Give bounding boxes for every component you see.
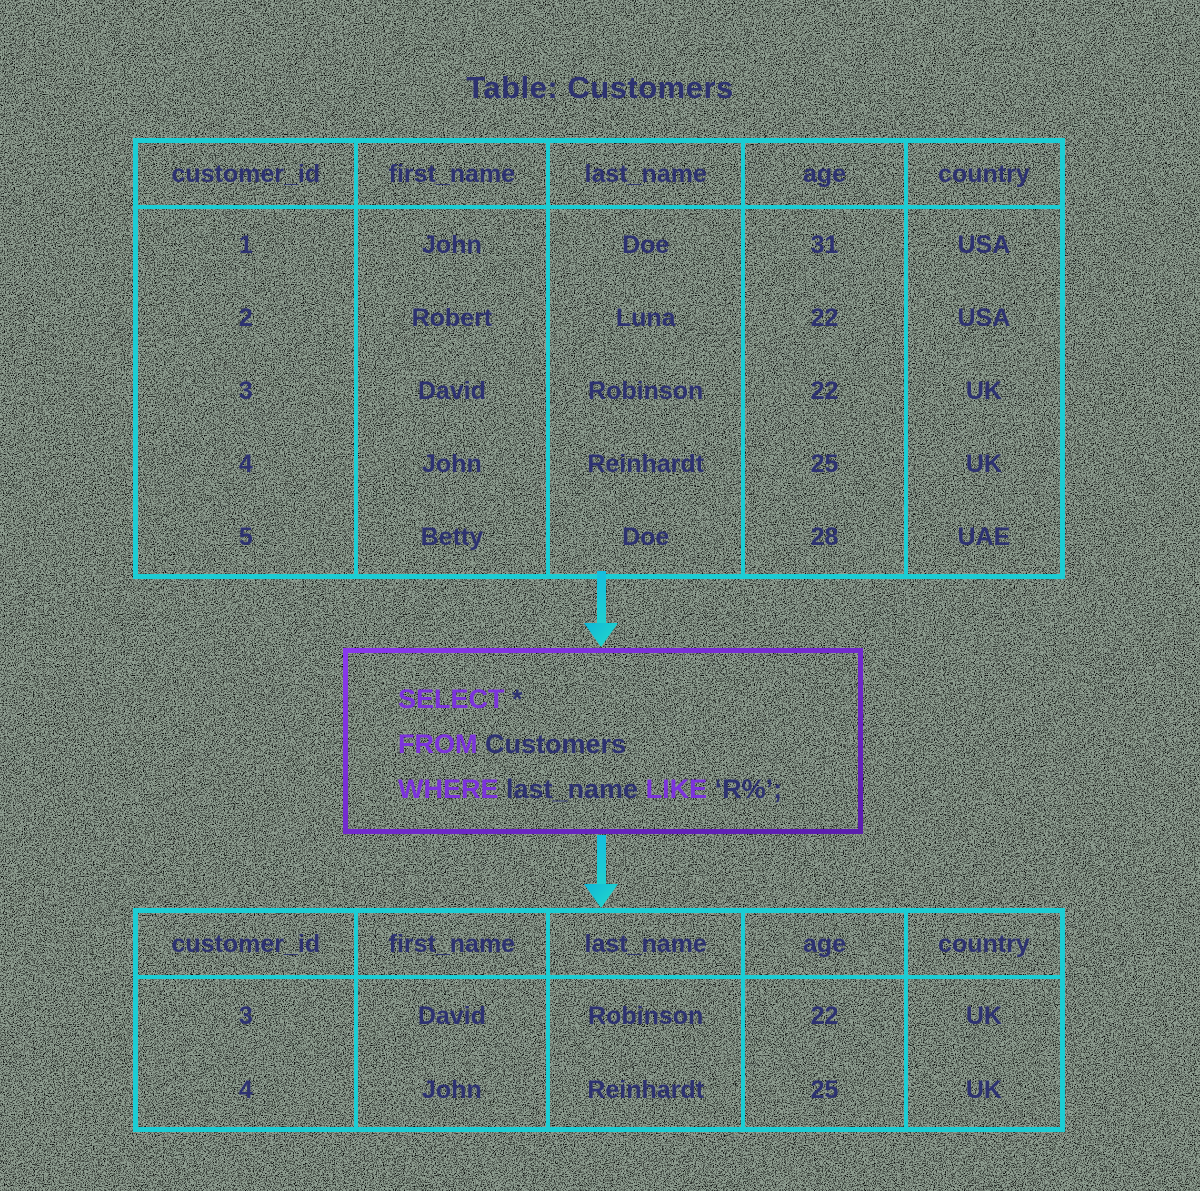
sql-text: Customers [477, 729, 627, 759]
table-cell: UK [903, 977, 1063, 1053]
table-cell: Betty [353, 501, 549, 577]
arrow-down-icon [584, 571, 618, 647]
table-cell: 3 [238, 1001, 253, 1030]
table-cell: Doe [546, 501, 744, 577]
table-cell: 22 [741, 355, 906, 428]
table-cell: USA [903, 282, 1063, 355]
sql-text: * [504, 684, 523, 714]
table-cell: UAE [903, 501, 1063, 577]
sql-keyword: LIKE [645, 774, 708, 804]
sql-keyword: WHERE [398, 774, 499, 804]
column-header: first_name [353, 910, 549, 979]
column-header: age [741, 140, 906, 209]
sql-query-line: SELECT * [398, 677, 858, 722]
table-cell: Robert [353, 282, 549, 355]
table-cell: 25 [741, 428, 906, 501]
column-header: customer_id [135, 140, 356, 209]
sql-keyword: FROM [398, 729, 478, 759]
table-cell: 2 [238, 304, 253, 332]
arrow-head [584, 884, 618, 908]
table-cell: 4 [238, 450, 253, 478]
table-cell: UK [903, 1053, 1063, 1130]
table-cell: Robinson [546, 355, 744, 428]
table-cell: Reinhardt [546, 428, 744, 501]
table-cell: 31 [741, 207, 906, 282]
sql-query-line: FROM Customers [398, 722, 858, 767]
table-cell: 22 [741, 282, 906, 355]
table-cell: 28 [741, 501, 906, 577]
table-cell: John [353, 428, 549, 501]
arrow-shaft [596, 571, 606, 623]
table-cell: Reinhardt [546, 1053, 744, 1130]
table-cell: Robinson [546, 977, 744, 1053]
sql-text: last_name [498, 774, 646, 804]
table-cell: 25 [741, 1053, 906, 1130]
column-header: last_name [546, 140, 744, 209]
page-title: Table: Customers [466, 70, 734, 105]
table-cell: David [353, 355, 549, 428]
column-header: age [741, 910, 906, 979]
table-cell: 5 [238, 523, 253, 551]
column-header: country [903, 140, 1063, 209]
table-cell: David [353, 977, 549, 1053]
sql-query-line: WHERE last_name LIKE ‘R%’; [398, 767, 858, 812]
arrow-down-icon [584, 835, 618, 908]
table-cell: 3 [238, 377, 253, 405]
column-header: last_name [546, 910, 744, 979]
sql-text: ‘R%’; [707, 774, 783, 804]
column-header: country [903, 910, 1063, 979]
table-cell: John [353, 1053, 549, 1130]
column-header: customer_id [135, 910, 356, 979]
table-cell: USA [903, 207, 1063, 282]
table-cell: John [353, 207, 549, 282]
table-cell: 22 [741, 977, 906, 1053]
arrow-shaft [596, 835, 606, 884]
table-cell: UK [903, 355, 1063, 428]
table-cell: Doe [546, 207, 744, 282]
sql-keyword: SELECT [398, 684, 505, 714]
table-cell: 4 [238, 1075, 253, 1104]
table-cell: Luna [546, 282, 744, 355]
table-cell: 1 [238, 231, 253, 259]
table-cell: UK [903, 428, 1063, 501]
arrow-head [584, 623, 618, 647]
column-header: first_name [353, 140, 549, 209]
